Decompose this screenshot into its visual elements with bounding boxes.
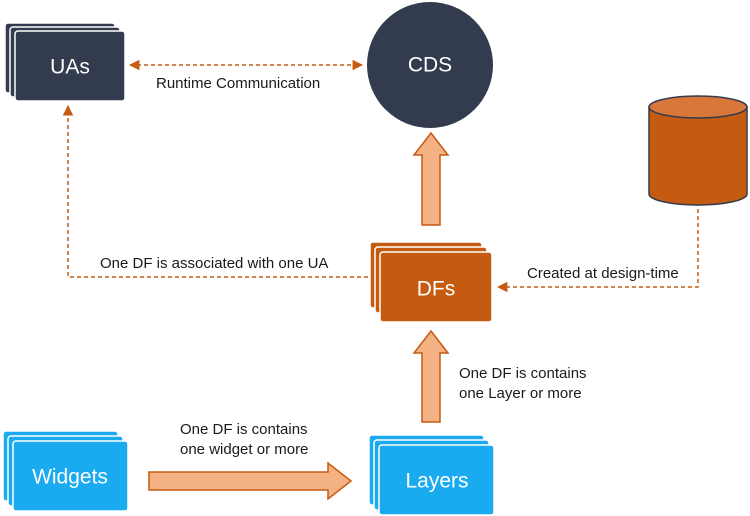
widgets-node: Widgets bbox=[2, 430, 129, 512]
layers-label: Layers bbox=[405, 470, 468, 493]
runtime-communication-label: Runtime Communication bbox=[156, 75, 320, 92]
dfs-label: DFs bbox=[417, 278, 456, 301]
widgets-to-layers-block-arrow bbox=[148, 461, 353, 501]
design-time-connector bbox=[496, 202, 699, 293]
df-layer-label-line-1: One DF is contains bbox=[459, 365, 587, 382]
df-layer-label-line-2: one Layer or more bbox=[459, 385, 582, 402]
cds-node: CDS bbox=[367, 2, 493, 128]
df-to-ua-connector bbox=[62, 104, 368, 278]
layers-to-dfs-block-arrow bbox=[412, 329, 450, 423]
df-widget-label-line-1: One DF is contains bbox=[180, 421, 308, 438]
uas-label: UAs bbox=[50, 56, 90, 79]
widgets-label: Widgets bbox=[32, 466, 108, 489]
dfs-to-cds-block-arrow bbox=[412, 131, 450, 226]
cds-label: CDS bbox=[408, 54, 452, 77]
uas-node: UAs bbox=[4, 22, 126, 102]
database-cylinder-icon bbox=[648, 95, 748, 206]
layers-node: Layers bbox=[368, 434, 495, 516]
df-ua-association-label: One DF is associated with one UA bbox=[100, 255, 328, 272]
df-widget-label-line-2: one widget or more bbox=[180, 441, 308, 458]
dfs-node: DFs bbox=[369, 241, 493, 323]
design-time-label: Created at design-time bbox=[527, 265, 679, 282]
